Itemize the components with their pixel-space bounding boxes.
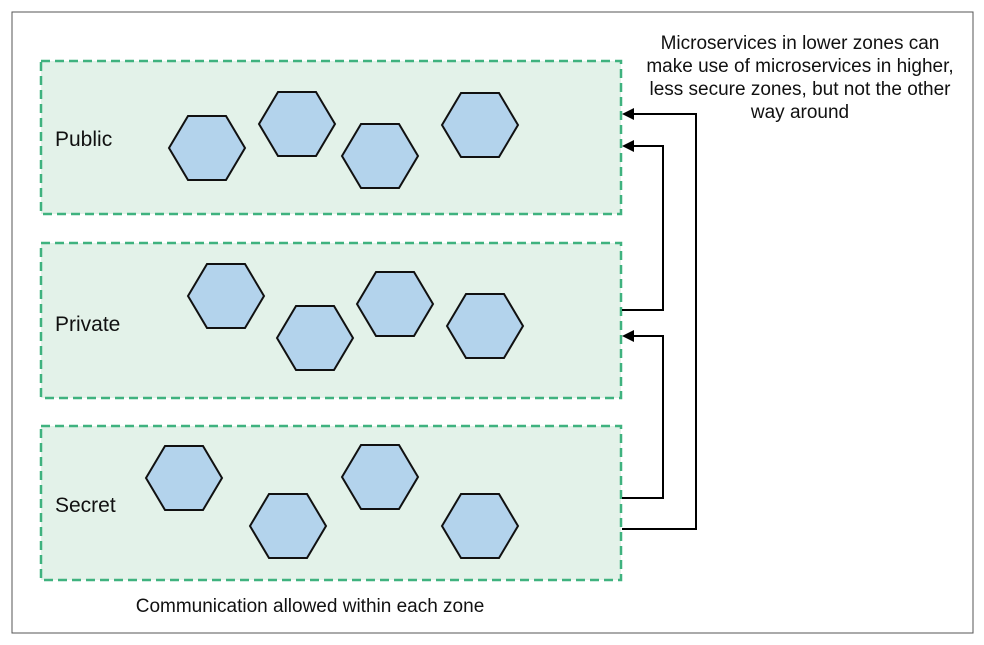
zone-secret: Secret: [39, 424, 623, 582]
microservice-hexagon-icon: [257, 91, 337, 157]
zone-public-microservices: [167, 91, 520, 189]
zone-public: Public: [39, 59, 623, 216]
arrow-head-icon: [622, 140, 634, 152]
zone-private-label: Private: [55, 313, 120, 336]
zone-secret-label: Secret: [55, 494, 116, 517]
connection-arrows: [622, 108, 697, 530]
arrow-secret-to-public: [622, 113, 697, 530]
annotation-line: less secure zones, but not the other: [649, 79, 951, 100]
zone-private: Private: [39, 241, 623, 400]
microservice-hexagon-icon: [440, 92, 520, 158]
microservice-hexagon-icon: [340, 123, 420, 189]
zone-private-microservices: [186, 263, 525, 371]
microservice-hexagon-icon: [355, 271, 435, 337]
arrow-head-icon: [622, 108, 634, 120]
microservice-hexagon-icon: [144, 445, 224, 511]
microservice-hexagon-icon: [275, 305, 355, 371]
annotation-line: Microservices in lower zones can: [661, 33, 940, 54]
microservice-hexagon-icon: [445, 293, 525, 359]
zone-secret-microservices: [144, 444, 520, 559]
microservice-hexagon-icon: [440, 493, 520, 559]
annotation-note: Microservices in lower zones can make us…: [646, 33, 953, 123]
microservice-hexagon-icon: [248, 493, 328, 559]
annotation-line: way around: [750, 102, 849, 123]
zone-public-box: [39, 59, 623, 216]
diagram-caption: Communication allowed within each zone: [136, 596, 485, 617]
arrow-head-icon: [622, 330, 634, 342]
annotation-line: make use of microservices in higher,: [646, 56, 953, 77]
arrow-secret-to-private: [622, 335, 664, 499]
microservice-hexagon-icon: [340, 444, 420, 510]
microservice-hexagon-icon: [186, 263, 266, 329]
zone-public-label: Public: [55, 128, 112, 151]
microservice-hexagon-icon: [167, 115, 247, 181]
zone-secret-box: [39, 424, 623, 582]
arrow-private-to-public: [622, 145, 664, 311]
